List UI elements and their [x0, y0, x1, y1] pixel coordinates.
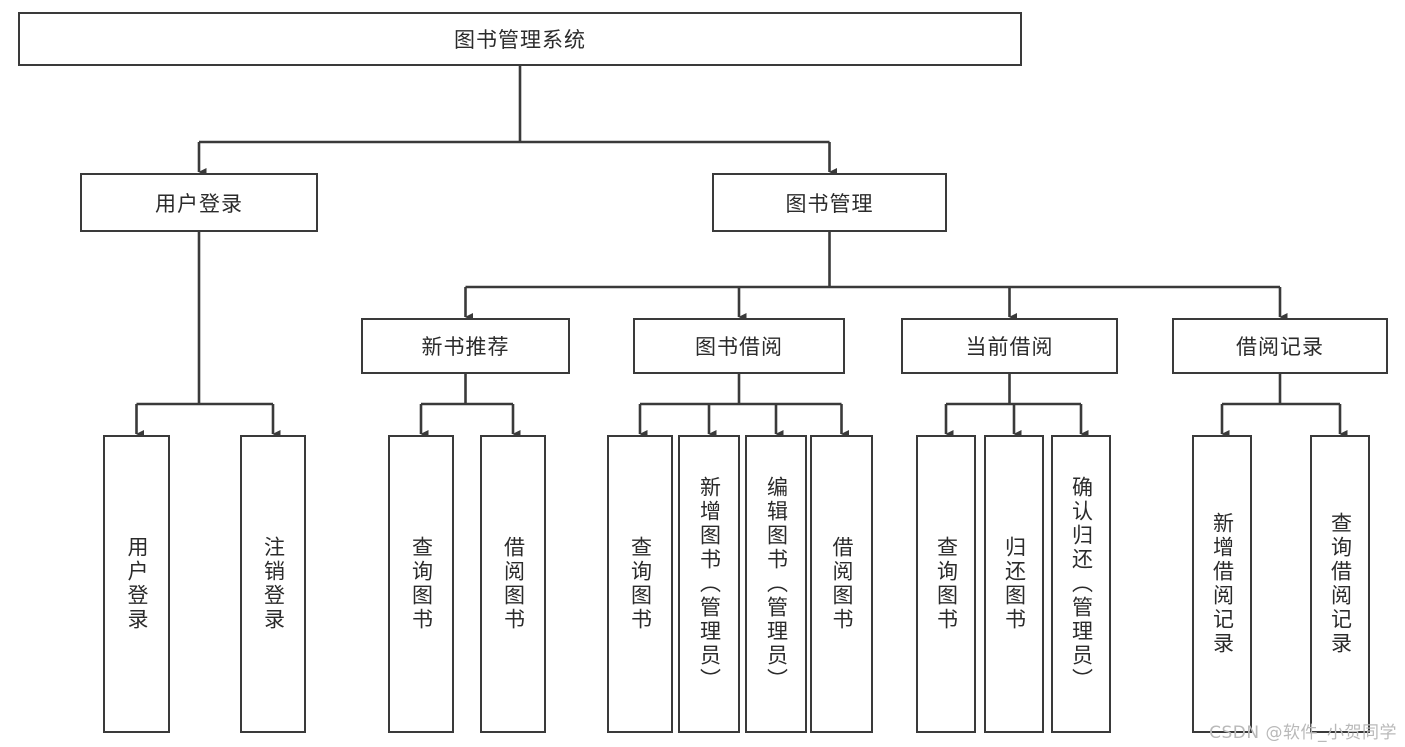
leaf-confirm-return-admin[interactable]: 确认归还（管理员）	[1051, 435, 1111, 733]
watermark: CSDN @软件_小贺同学	[1209, 723, 1397, 743]
leaf-query-book-current-label: 查询图书	[934, 536, 959, 632]
node-root-label: 图书管理系统	[454, 28, 586, 52]
leaf-edit-book-admin-label: 编辑图书（管理员）	[764, 476, 789, 692]
leaf-add-book-admin-label: 新增图书（管理员）	[697, 476, 722, 692]
node-new-book-recommend[interactable]: 新书推荐	[361, 318, 570, 374]
leaf-query-book-current[interactable]: 查询图书	[916, 435, 976, 733]
node-book-management[interactable]: 图书管理	[712, 173, 947, 232]
leaf-add-borrow-record-label: 新增借阅记录	[1210, 512, 1235, 656]
leaf-query-book-recommend[interactable]: 查询图书	[388, 435, 454, 733]
node-current-borrow-label: 当前借阅	[965, 335, 1054, 359]
leaf-return-book-label: 归还图书	[1002, 536, 1027, 632]
node-root[interactable]: 图书管理系统	[18, 12, 1022, 66]
node-book-borrow-label: 图书借阅	[695, 335, 783, 359]
leaf-query-book[interactable]: 查询图书	[607, 435, 673, 733]
node-new-book-recommend-label: 新书推荐	[421, 335, 510, 359]
leaf-user-login-label: 用户登录	[125, 536, 149, 632]
leaf-logout-label: 注销登录	[261, 536, 286, 632]
leaf-return-book[interactable]: 归还图书	[984, 435, 1044, 733]
node-user-login-label: 用户登录	[155, 191, 243, 216]
leaf-borrow-book-label: 借阅图书	[830, 536, 854, 632]
node-book-borrow[interactable]: 图书借阅	[633, 318, 845, 374]
node-current-borrow[interactable]: 当前借阅	[901, 318, 1118, 374]
leaf-query-borrow-record[interactable]: 查询借阅记录	[1310, 435, 1370, 733]
node-borrow-record-label: 借阅记录	[1236, 335, 1324, 359]
node-user-login[interactable]: 用户登录	[80, 173, 318, 232]
leaf-query-book-label: 查询图书	[628, 536, 653, 632]
leaf-borrow-book-recommend-label: 借阅图书	[501, 536, 526, 632]
node-borrow-record[interactable]: 借阅记录	[1172, 318, 1388, 374]
leaf-add-book-admin[interactable]: 新增图书（管理员）	[678, 435, 740, 733]
leaf-add-borrow-record[interactable]: 新增借阅记录	[1192, 435, 1252, 733]
leaf-user-login[interactable]: 用户登录	[103, 435, 170, 733]
leaf-edit-book-admin[interactable]: 编辑图书（管理员）	[745, 435, 807, 733]
leaf-query-book-recommend-label: 查询图书	[409, 536, 434, 632]
leaf-borrow-book[interactable]: 借阅图书	[810, 435, 873, 733]
leaf-borrow-book-recommend[interactable]: 借阅图书	[480, 435, 546, 733]
leaf-logout[interactable]: 注销登录	[240, 435, 306, 733]
leaf-query-borrow-record-label: 查询借阅记录	[1328, 512, 1353, 656]
node-book-management-label: 图书管理	[785, 191, 874, 216]
leaf-confirm-return-admin-label: 确认归还（管理员）	[1069, 476, 1094, 692]
